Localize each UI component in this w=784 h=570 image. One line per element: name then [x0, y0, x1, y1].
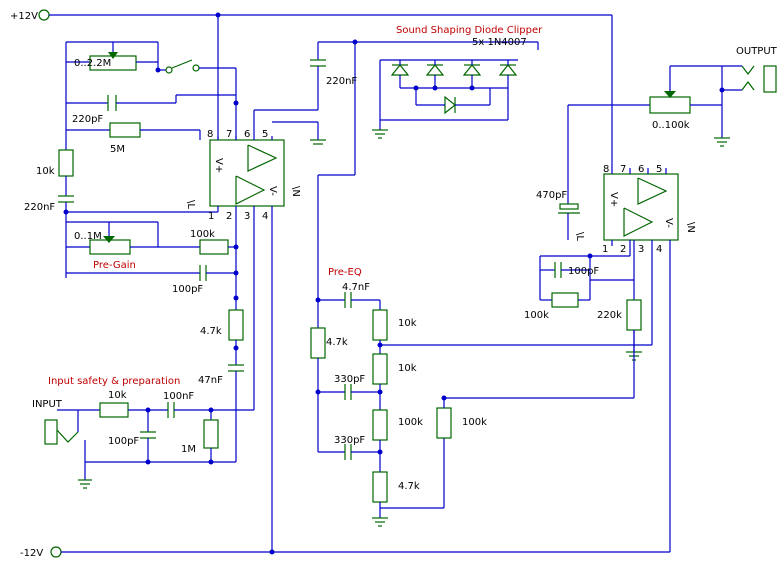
- res-10k-eq1-label: 10k: [398, 318, 417, 329]
- pregain-title: Pre-Gain: [93, 260, 136, 271]
- cap-220nf-left-label: 220nF: [24, 202, 55, 213]
- clipper-title: Sound Shaping Diode Clipper: [396, 25, 543, 36]
- res-100k-right: [551, 292, 579, 308]
- cap-100pf-input-label: 100pF: [108, 436, 139, 447]
- rail-pos-label: +12V: [10, 11, 38, 22]
- cap-100nf-input-label: 100nF: [163, 391, 194, 402]
- cap-220pf-label: 220pF: [72, 114, 103, 125]
- cap-470pf-label: 470pF: [536, 190, 567, 201]
- ic-right-pin-7: 7: [620, 164, 626, 175]
- ic-right-pin-5: 5: [656, 164, 662, 175]
- ic-left-pin-7: 7: [226, 129, 232, 140]
- res-4k7-eq-label: 4.7k: [326, 337, 348, 348]
- ic-left-vplus: V+: [213, 158, 224, 173]
- res-100k-eq-label: 100k: [398, 417, 423, 428]
- ic-left-vminus: V-: [267, 186, 278, 196]
- output-section: [649, 65, 777, 147]
- res-100k-right-label: 100k: [524, 310, 549, 321]
- res-100k-pregain: [199, 239, 229, 255]
- res-4k7-eq: [310, 327, 326, 359]
- ic-right-network: [539, 104, 650, 398]
- res-4k7-left-label: 4.7k: [200, 326, 222, 337]
- cap-4n7-eq-label: 4.7nF: [342, 282, 370, 293]
- res-5m: [109, 122, 141, 138]
- ic-right-vplus: V+: [608, 192, 619, 207]
- rail-neg-label: -12V: [20, 548, 43, 559]
- cap-220nf-top-label: 220nF: [326, 76, 357, 87]
- ic-right-vl: \L: [574, 232, 585, 241]
- res-220k-label: 220k: [597, 310, 622, 321]
- res-100k-eq2-label: 100k: [462, 417, 487, 428]
- res-10k-input: [99, 402, 129, 418]
- cap-330pf-1-label: 330pF: [334, 374, 365, 385]
- input-section-title: Input safety & preparation: [48, 376, 180, 387]
- pot-output: [649, 96, 691, 114]
- ic-right: [603, 168, 679, 345]
- res-10k-eq2: [372, 353, 388, 385]
- ic-right-vminus: V-: [663, 218, 674, 228]
- cap-330pf-2-label: 330pF: [334, 435, 365, 446]
- res-1m: [203, 419, 219, 449]
- ic-right-pin-6: 6: [638, 164, 644, 175]
- pot-pregain-label: 0..1M: [74, 231, 102, 242]
- res-1m-label: 1M: [181, 444, 196, 455]
- res-4k7-eq-bot-label: 4.7k: [398, 481, 420, 492]
- pre-eq-title: Pre-EQ: [328, 267, 362, 278]
- ic-left-pin-8: 8: [207, 129, 213, 140]
- ic-left: [209, 136, 285, 410]
- res-10k-eq1: [372, 309, 388, 341]
- ic-right-pin-1: 1: [602, 244, 608, 255]
- pot-out-label: 0..100k: [652, 120, 690, 131]
- diode-4-icon: [498, 60, 518, 88]
- pregain-section: [66, 221, 244, 462]
- ic-left-pin-6: 6: [244, 129, 250, 140]
- res-100k-eq2: [436, 407, 452, 439]
- res-5m-label: 5M: [110, 144, 125, 155]
- ic-left-pin-3: 3: [244, 211, 250, 222]
- output-coupling: [253, 39, 358, 300]
- res-100k-pregain-label: 100k: [190, 229, 215, 240]
- res-10k-input-label: 10k: [108, 390, 127, 401]
- ic-right-pin-4: 4: [656, 244, 662, 255]
- negative-rail: [50, 214, 671, 558]
- ic-left-pin-4: 4: [262, 211, 268, 222]
- diode-5-icon: [415, 88, 491, 115]
- diode-1-icon: [390, 60, 410, 88]
- ic-right-pin-8: 8: [603, 164, 609, 175]
- ic-right-pin-2: 2: [620, 244, 626, 255]
- res-4k7-left: [228, 309, 244, 341]
- res-10k-left-label: 10k: [36, 166, 55, 177]
- res-10k-left: [58, 149, 74, 177]
- diode-clipper: [355, 41, 539, 139]
- cap-100pf-mid-label: 100pF: [172, 284, 203, 295]
- input-section: [44, 402, 254, 489]
- ic-left-vl: \L: [185, 200, 196, 209]
- res-100k-eq: [372, 409, 388, 441]
- ic-left-vn: \N: [290, 186, 301, 197]
- diode-2-icon: [425, 60, 445, 88]
- ic-left-pin-2: 2: [226, 211, 232, 222]
- pot-top-label: 0..2.2M: [74, 58, 111, 69]
- pre-eq-section: [310, 292, 652, 527]
- positive-rail: [38, 9, 613, 168]
- res-220k: [626, 299, 642, 331]
- cap-100pf-right-label: 100pF: [568, 266, 599, 277]
- ic-left-pin-5: 5: [262, 129, 268, 140]
- output-label: OUTPUT: [736, 46, 778, 57]
- ic-right-vn: \N: [685, 222, 696, 233]
- diode-3-icon: [462, 60, 482, 88]
- pot-pregain: [89, 239, 131, 255]
- res-4k7-eq-bot: [372, 471, 388, 503]
- input-label: INPUT: [32, 399, 63, 410]
- output-jack-icon: [763, 65, 777, 93]
- feedback-network: [58, 41, 239, 278]
- res-10k-eq2-label: 10k: [398, 363, 417, 374]
- ic-left-pin-1: 1: [208, 211, 214, 222]
- clipper-diodes-label: 5x 1N4007: [472, 37, 527, 48]
- ic-right-pin-3: 3: [638, 244, 644, 255]
- input-jack-icon: [44, 419, 58, 445]
- cap-47nf-label: 47nF: [198, 375, 223, 386]
